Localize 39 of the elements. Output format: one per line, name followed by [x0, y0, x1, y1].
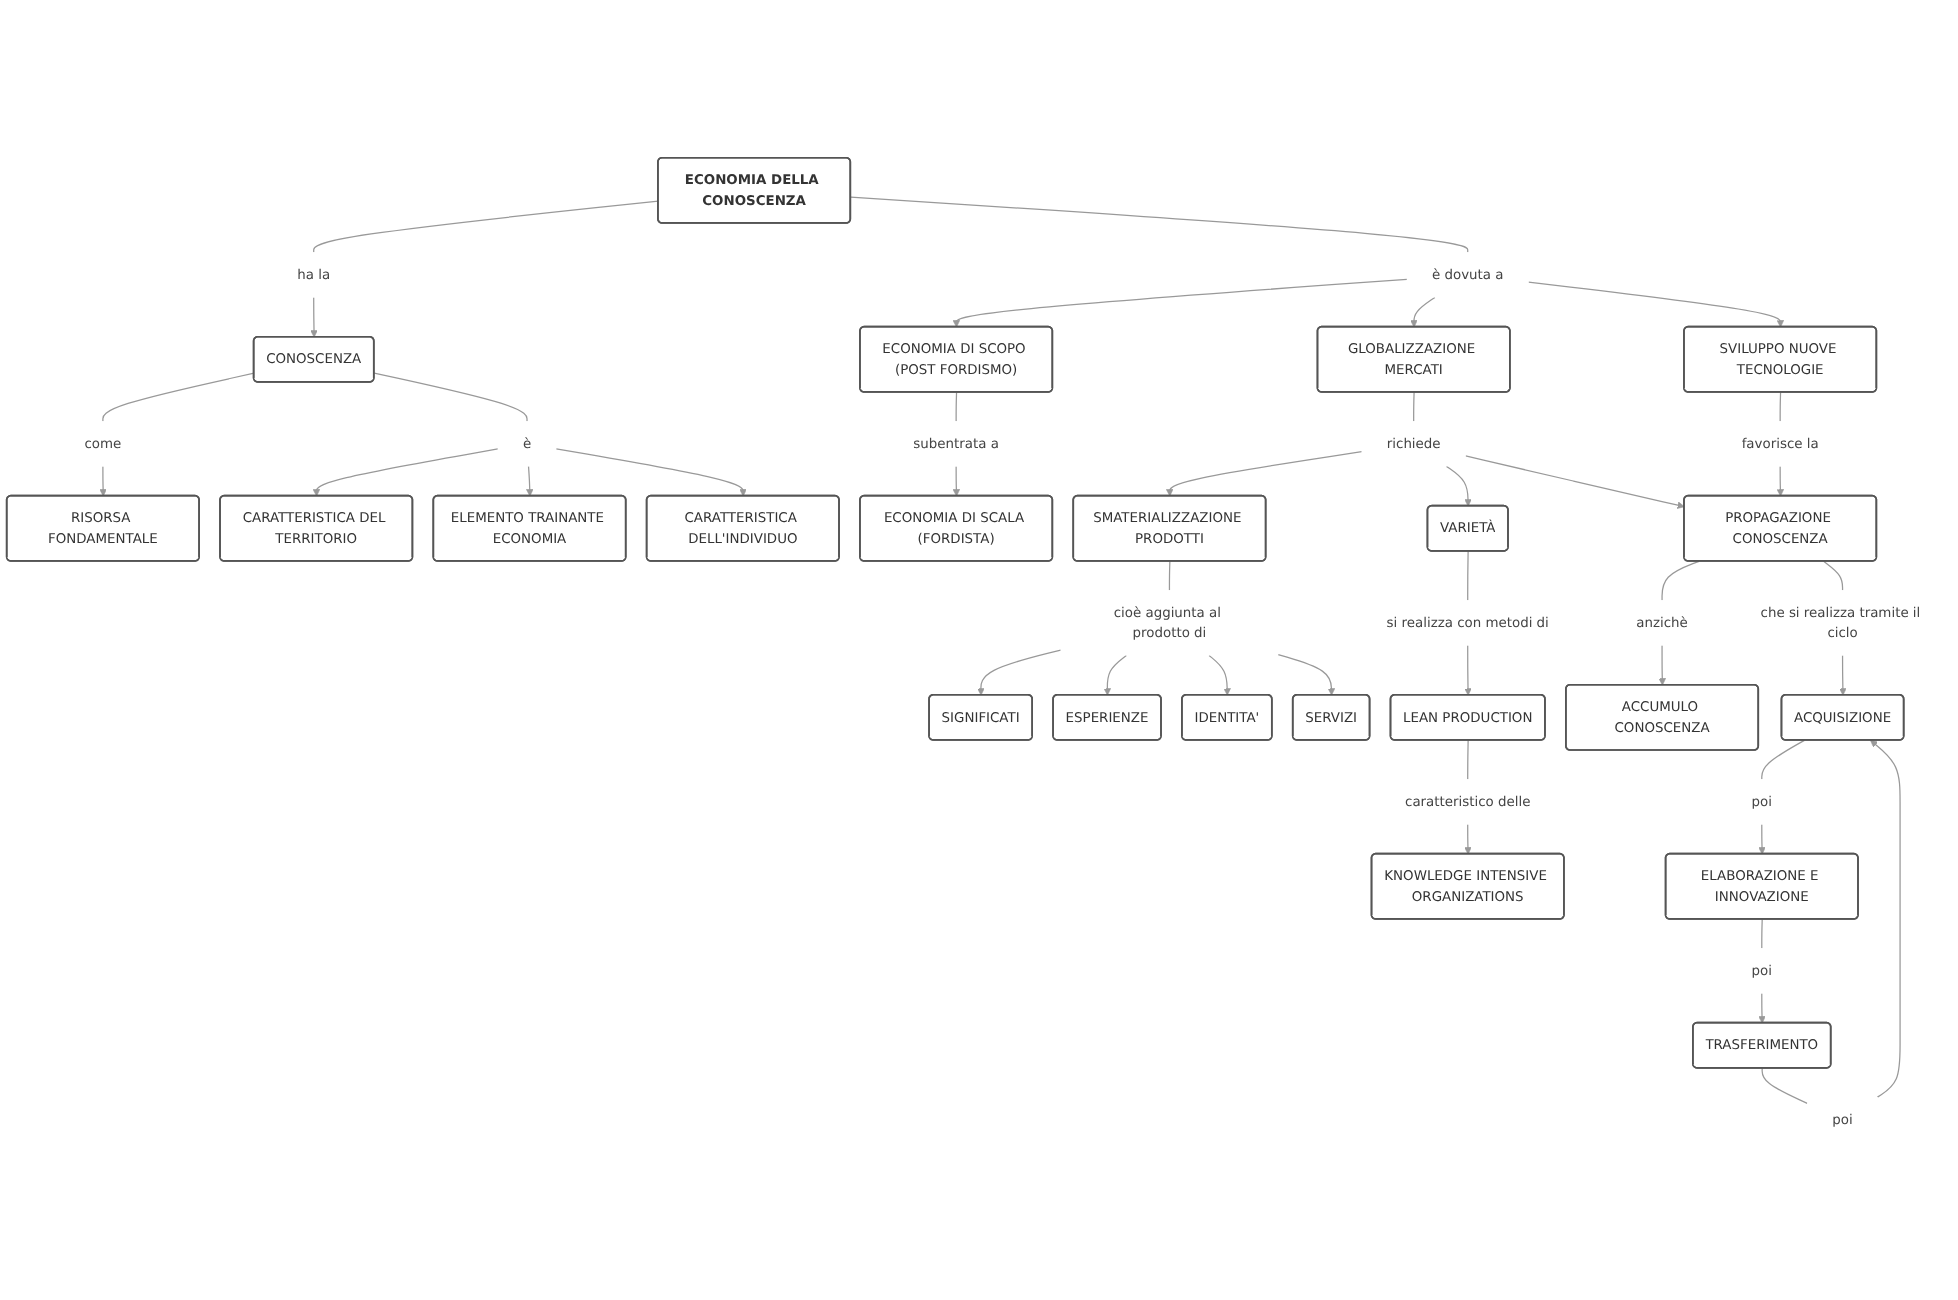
- arrow: [1527, 281, 1785, 328]
- connector: [1413, 391, 1415, 422]
- connector: [1779, 391, 1782, 422]
- connector: [313, 200, 659, 253]
- connector: [1761, 1067, 1808, 1105]
- connector: [1467, 739, 1469, 780]
- arrow: [1166, 451, 1363, 497]
- arrow: [526, 465, 534, 497]
- arrow: [1277, 653, 1336, 696]
- connector: [850, 196, 1469, 253]
- arrow: [312, 448, 499, 497]
- arrow: [952, 465, 961, 497]
- arrow: [1465, 455, 1685, 509]
- arrow: [99, 465, 107, 497]
- arrow: [1464, 644, 1472, 696]
- arrow: [1839, 654, 1847, 696]
- arrow: [1445, 465, 1472, 507]
- connector: [1761, 918, 1763, 949]
- connector: [102, 372, 255, 422]
- connector: [1661, 560, 1700, 601]
- arrow: [310, 296, 318, 338]
- arrow: [1410, 296, 1436, 328]
- connector: [1467, 550, 1469, 601]
- connector: [1761, 739, 1805, 780]
- arrow: [1658, 644, 1666, 686]
- connector: [1823, 560, 1844, 591]
- arrow: [952, 278, 1408, 328]
- arrow: [1758, 992, 1766, 1024]
- arrow: [1464, 823, 1472, 855]
- connector: [955, 391, 958, 422]
- arrow: [555, 448, 747, 497]
- arrow: [1103, 654, 1127, 696]
- connector: [1168, 560, 1171, 591]
- arrow: [1776, 465, 1785, 497]
- arrow: [1870, 740, 1901, 1098]
- connector: [373, 372, 528, 422]
- arrow: [977, 649, 1062, 696]
- arrow: [1758, 823, 1766, 855]
- arrow: [1208, 654, 1231, 696]
